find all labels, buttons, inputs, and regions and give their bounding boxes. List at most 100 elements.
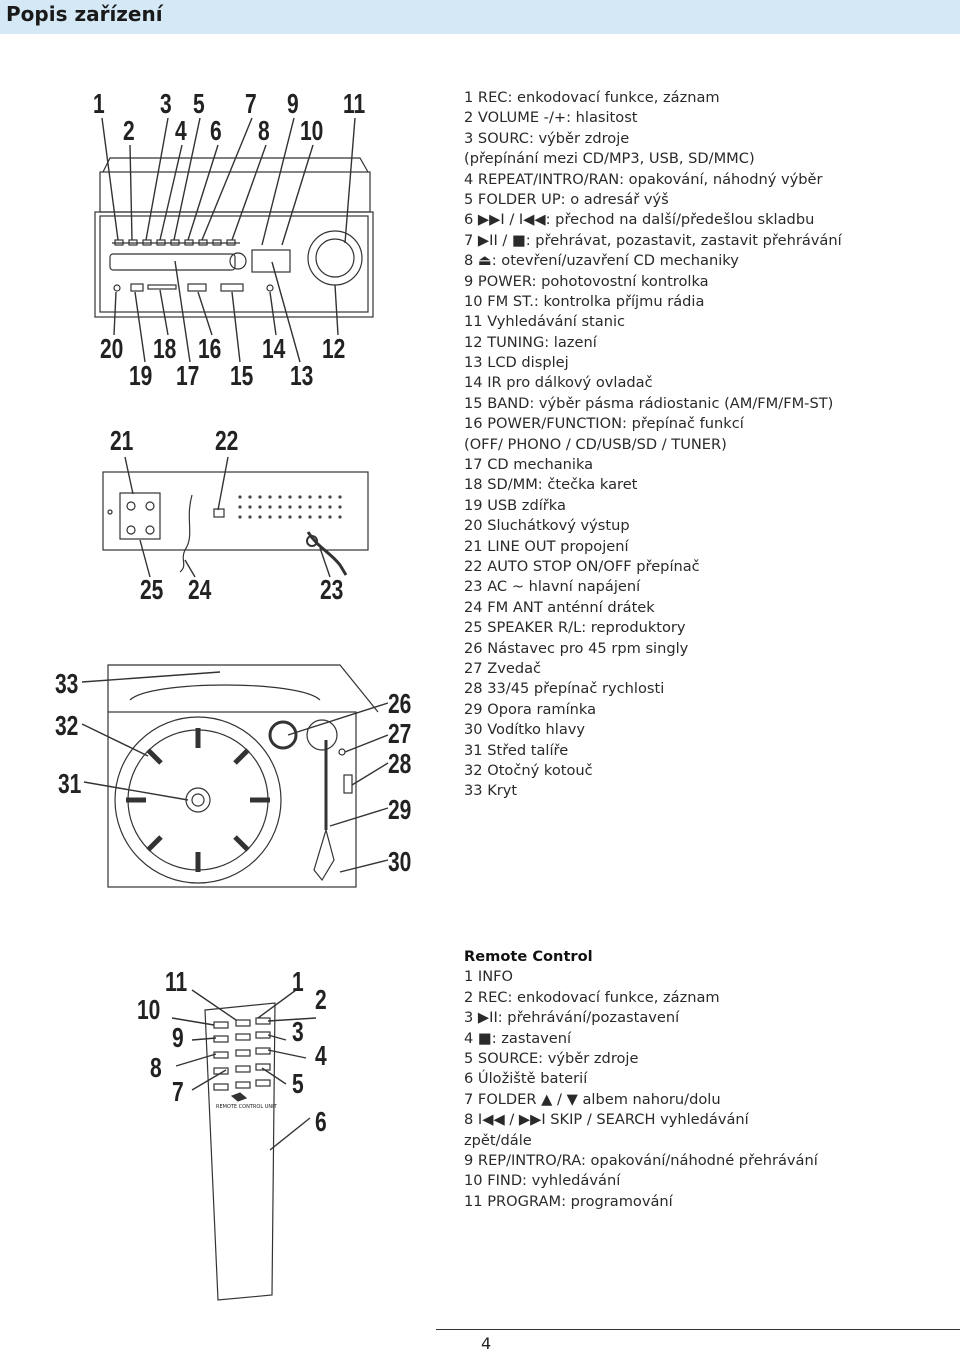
label-front-12: 12 [322,333,346,364]
legend-item: 21 LINE OUT propojení [464,537,629,555]
legend-item: 29 Opora ramínka [464,700,597,718]
label-front-13: 13 [290,360,314,391]
label-rc-8: 8 [150,1052,162,1083]
label-front-9: 9 [287,88,299,119]
legend-item: 7 ▶II / ■: přehrávat, pozastavit, zastav… [464,231,842,249]
legend-item: 2 VOLUME -/+: hlasitost [464,109,638,127]
legend-item: (OFF/ PHONO / CD/USB/SD / TUNER) [464,435,727,453]
legend-item: 28 33/45 přepínač rychlosti [464,680,665,698]
legend-item: 9 POWER: pohotovostní kontrolka [464,272,709,290]
remote-item: 2 REC: enkodovací funkce, záznam [464,988,720,1006]
label-rc-3: 3 [292,1016,304,1047]
label-back-24: 24 [188,574,212,605]
remote-item: 9 REP/INTRO/RA: opakování/náhodné přehrá… [464,1151,818,1169]
label-back-23: 23 [320,574,344,605]
label-rc-6: 6 [315,1106,327,1137]
legend-item: 15 BAND: výběr pásma rádiostanic (AM/FM/… [464,394,834,412]
label-rc-2: 2 [315,984,327,1015]
label-front-3: 3 [160,88,172,119]
label-front-20: 20 [100,333,124,364]
legend-item: 22 AUTO STOP ON/OFF přepínač [464,557,700,575]
label-tt-28: 28 [388,748,412,779]
label-tt-30: 30 [388,846,412,877]
legend-item: 5 FOLDER UP: o adresář výš [464,190,669,208]
label-tt-31: 31 [58,768,82,799]
front-buttons [112,239,240,246]
remote-item: 11 PROGRAM: programování [464,1192,673,1210]
page-number: 4 [481,1334,492,1353]
label-rc-4: 4 [315,1040,327,1071]
front-top-cover [99,171,371,213]
auto-stop-switch [213,508,225,518]
remote-item: 8 I◀◀ / ▶▶I SKIP / SEARCH vyhledávání [464,1111,749,1129]
label-rc-11: 11 [165,966,188,997]
device-legend: 1 REC: enkodovací funkce, záznam 2 VOLUM… [464,88,842,802]
legend-item: (přepínání mezi CD/MP3, USB, SD/MMC) [464,150,755,168]
label-tt-27: 27 [388,718,412,749]
remote-item: 5 SOURCE: výběr zdroje [464,1049,639,1067]
label-back-22: 22 [215,425,239,456]
label-back-25: 25 [140,574,164,605]
legend-item: 11 Vyhledávání stanic [464,313,626,331]
label-front-5: 5 [193,88,205,119]
legend-item: 19 USB zdířka [464,496,566,514]
label-rc-10: 10 [137,994,161,1025]
legend-item: 24 FM ANT anténní drátek [464,598,655,616]
remote-item: 1 INFO [464,968,514,986]
speaker-terminals [119,492,161,540]
cd-slot [109,253,236,271]
legend-item: 1 REC: enkodovací funkce, záznam [464,89,720,106]
vent-holes [238,495,342,519]
label-tt-29: 29 [388,794,412,825]
turntable-cover [107,664,379,713]
remote-device-text: REMOTE CONTROL UNIT [216,1104,277,1110]
legend-item: 16 POWER/FUNCTION: přepínač funkcí [464,415,744,433]
label-front-8: 8 [258,115,270,146]
fm-antenna-wire [179,494,193,573]
legend-item: 32 Otočný kotouč [464,761,593,779]
legend-item: 17 CD mechanika [464,456,594,474]
legend-item: 6 ▶▶I / I◀◀: přechod na další/předešlou … [464,211,815,229]
turntable-base [107,711,357,888]
lcd-display [251,249,291,273]
label-front-14: 14 [262,333,286,364]
legend-item: 3 SOURC: výběr zdroje [464,129,630,147]
label-front-7: 7 [245,88,257,119]
legend-item: 8 ⏏: otevření/uzavření CD mechaniky [464,252,739,270]
back-panel [102,471,369,551]
remote-item: 7 FOLDER ▲ / ▼ albem nahoru/dolu [464,1090,721,1108]
label-front-4: 4 [175,115,187,146]
45-adapter [268,720,298,750]
remote-item: 6 Úložiště baterií [464,1070,588,1088]
label-front-11: 11 [343,88,366,119]
legend-item: 10 FM ST.: kontrolka příjmu rádia [464,292,705,310]
legend-item: 18 SD/MM: čtečka karet [464,476,638,494]
label-front-17: 17 [176,360,200,391]
legend-item: 26 Nástavec pro 45 rpm singly [464,639,689,657]
front-panel [94,211,374,318]
label-rc-5: 5 [292,1068,304,1099]
label-front-19: 19 [129,360,153,391]
remote-title: Remote Control [464,948,593,965]
legend-item: 25 SPEAKER R/L: reproduktory [464,619,686,637]
footer-divider [436,1329,960,1330]
legend-item: 12 TUNING: lazení [464,333,597,351]
label-front-16: 16 [198,333,222,364]
title-bar [0,0,960,34]
legend-item: 23 AC ~ hlavní napájení [464,578,641,596]
label-tt-33: 33 [55,668,79,699]
label-front-15: 15 [230,360,254,391]
label-back-21: 21 [110,425,134,456]
legend-item: 14 IR pro dálkový ovladač [464,374,653,392]
label-front-18: 18 [153,333,177,364]
legend-item: 4 REPEAT/INTRO/RAN: opakování, náhodný v… [464,170,823,188]
remote-body [204,1002,276,1301]
platter [114,716,282,884]
remote-item: 4 ■: zastavení [464,1029,572,1047]
remote-item: 10 FIND: vyhledávání [464,1172,621,1190]
legend-item: 31 Střed talíře [464,741,569,759]
label-rc-9: 9 [172,1022,184,1053]
legend-item: 20 Sluchátkový výstup [464,517,630,535]
label-front-6: 6 [210,115,222,146]
